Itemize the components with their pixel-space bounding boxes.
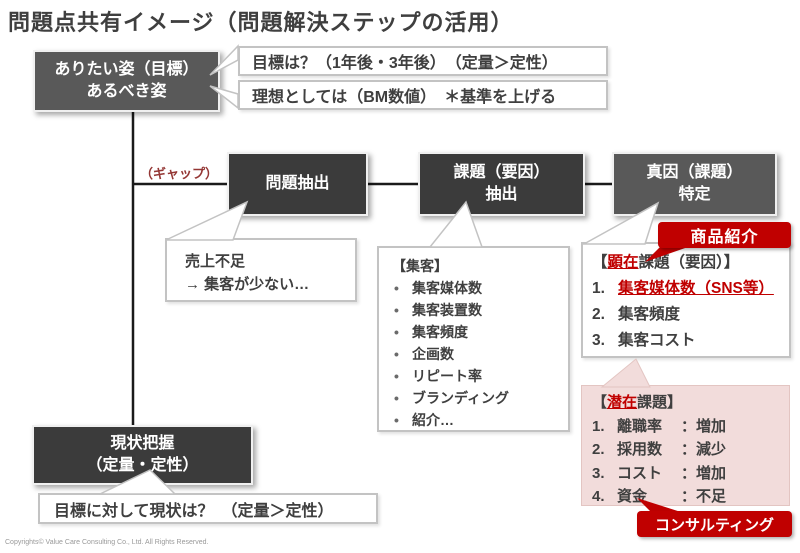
list-item: • 企画数 [392, 343, 562, 365]
page-title: 問題点共有イメージ（問題解決ステップの活用） [8, 10, 514, 35]
list-item: 3. 集客コスト [592, 332, 696, 349]
list-item: 4. 資金 ：不足 [592, 488, 727, 505]
list-item: 2. 採用数 ：減少 [592, 441, 727, 458]
bullet-icon: • [394, 368, 399, 384]
step-issue-extraction: 課題（要因） 抽出 [418, 152, 585, 216]
list-item: 1. 集客媒体数（SNS等） [592, 280, 774, 297]
current-state-note: 目標に対して現状は？ （定量＞定性） [38, 493, 378, 524]
goal-box: ありたい姿（目標） あるべき姿 [33, 50, 220, 112]
step-root-cause: 真因（課題） 特定 [612, 152, 777, 216]
latent-issues-box: 【潜在課題】 1. 離職率 ：増加 2. 採用数 ：減少 3. コスト ：増加 … [581, 385, 790, 506]
goal-note-2: 理想としては（BM数値） ＊基準を上げる [238, 80, 608, 110]
list-item: 3. コスト ：増加 [592, 464, 727, 482]
goal-box-line1: ありたい姿（目標） [54, 60, 199, 78]
list-item: • 集客装置数 [392, 299, 562, 321]
list-item: 2. 集客頻度 [592, 306, 681, 323]
list-item: • 集客頻度 [392, 321, 562, 343]
list-item: • 紹介… [392, 409, 562, 431]
bullet-icon: • [394, 390, 399, 406]
latent-heading: 【潜在課題】 [592, 394, 683, 411]
bullet-icon: • [394, 412, 399, 428]
list-item: 1. 離職率 ：増加 [592, 417, 727, 435]
list-item: • 集客媒体数 [392, 277, 562, 299]
explicit-heading: 【顕在課題（要因）】 [592, 254, 740, 271]
explicit-issues-box: 【顕在課題（要因）】 1. 集客媒体数（SNS等） 2. 集客頻度 3. 集客コ… [581, 242, 791, 358]
step-problem-extraction: 問題抽出 [227, 152, 368, 216]
consulting-badge: コンサルティング [637, 511, 792, 537]
copyright: Copyrights© Value Care Consulting Co., L… [5, 539, 209, 546]
attraction-heading: 【集客】 [392, 258, 448, 274]
current-state-box: 現状把握 （定量・定性） [32, 425, 253, 485]
bullet-icon: • [394, 302, 399, 318]
bullet-icon: • [394, 280, 399, 296]
bullet-icon: • [394, 346, 399, 362]
bullet-icon: • [394, 324, 399, 340]
list-item: • リピート率 [392, 365, 562, 387]
goal-note-1: 目標は？（1年後・3年後） （定量＞定性） [238, 46, 608, 76]
goal-box-line2: あるべき姿 [86, 83, 167, 100]
attraction-list-box: 【集客】 • 集客媒体数 • 集客装置数 • 集客頻度 • 企画数 • リピート… [377, 246, 570, 432]
sales-shortage-note: 売上不足 → 集客が少ない… [165, 238, 357, 302]
product-intro-badge: 商品紹介 [658, 222, 791, 248]
gap-label: （ギャップ） [140, 166, 219, 181]
latent-heading-highlight: 潜在 [607, 394, 638, 411]
explicit-heading-highlight: 顕在 [607, 254, 639, 271]
list-item: • ブランディング [392, 387, 562, 409]
